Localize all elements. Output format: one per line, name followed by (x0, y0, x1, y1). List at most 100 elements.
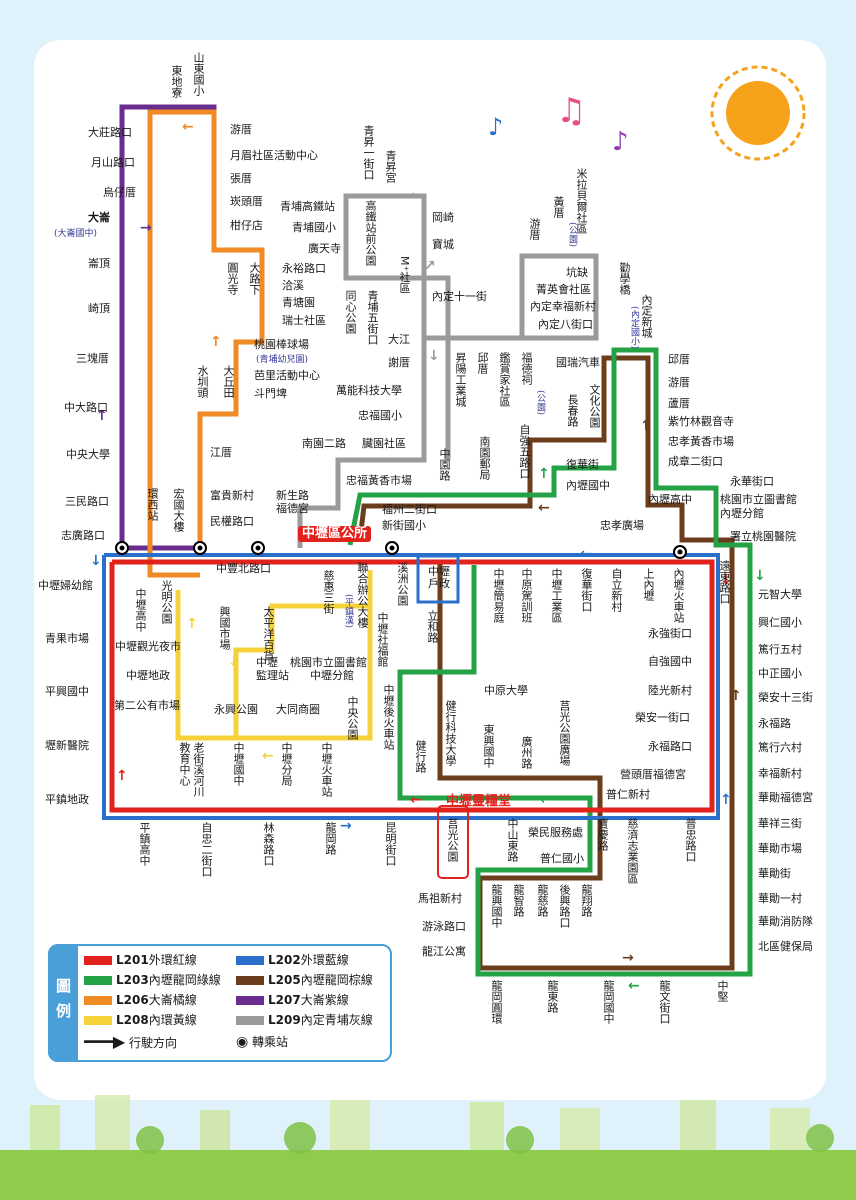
stop-label: 復華街 (566, 458, 599, 471)
stop-label: 永興公園 (214, 703, 258, 716)
legend-swatch (236, 996, 264, 1005)
stop-label: 南園二路 (302, 437, 346, 450)
svg-text:↗: ↗ (424, 258, 436, 274)
stop-label: 華勛福德宮 (758, 791, 813, 804)
stop-label: 中壢國中 (232, 742, 245, 786)
stop-label: 中園路 (438, 448, 451, 481)
stop-label: 榮安一街口 (635, 711, 690, 724)
stop-label: 普仁國小 (540, 852, 584, 865)
stop-label: 內壢火車站 (672, 568, 685, 623)
svg-text:←: ← (410, 792, 422, 808)
stop-label: 大路下 (248, 262, 261, 295)
stop-label: 民權路口 (210, 515, 254, 528)
legend-item-l209: L209內定青埔灰線 (236, 1013, 373, 1027)
stop-label: M⁺社區 (398, 256, 411, 294)
stop-label: 篤行六村 (758, 741, 802, 754)
household-office-box (416, 554, 460, 604)
stop-label: 桃園市立圖書館 (290, 656, 367, 669)
stop-label: 內壢分館 (720, 507, 764, 520)
stop-label: 成章二街口 (668, 455, 723, 468)
stop-label: 月山路口 (91, 156, 135, 169)
svg-text:→: → (622, 950, 634, 966)
town-decoration (30, 1095, 834, 1154)
legend-swatch (84, 976, 112, 985)
legend-swatch (236, 956, 264, 965)
stop-label: 永福路口 (648, 740, 692, 753)
stop-label: 中原大學 (484, 684, 528, 697)
legend-item-l201: L201外環紅線 (84, 953, 197, 967)
stop-label: 青埔五街口 (366, 290, 379, 345)
legend-swatch (236, 1016, 264, 1025)
stop-label: 高鐵站前公園 (364, 200, 377, 266)
stop-label: 青昇宮 (384, 150, 397, 183)
direction-arrow-icon: ━━━▶ (84, 1032, 126, 1051)
stop-label: 華勛市場 (758, 842, 802, 855)
stop-label: 長春路 (566, 394, 579, 427)
legend-item-l203: L203內壢龍岡綠線 (84, 973, 221, 987)
note-label: (大崙國中) (54, 229, 98, 239)
svg-text:↑: ↑ (210, 334, 222, 350)
stop-label: 忠孝廣場 (600, 519, 644, 532)
note-label: (內定國小) (629, 306, 639, 350)
transfer-station-icon: ◉ (236, 1034, 249, 1050)
stop-label: 龍興國中 (490, 884, 503, 928)
svg-text:↑: ↑ (96, 408, 108, 424)
svg-text:↓: ↓ (428, 348, 440, 364)
stop-label: 聯合辦公大樓 (356, 562, 369, 628)
stop-label: 元智大學 (758, 588, 802, 601)
stop-label: 國瑞汽車 (556, 356, 600, 369)
stop-label: 大同商圈 (276, 703, 320, 716)
stop-label: 同心公園 (344, 290, 357, 334)
stop-label: 富貴新村 (210, 489, 254, 502)
stop-label: 中壢 (256, 656, 278, 669)
stop-label: 勸學橋 (618, 262, 631, 295)
stop-label: 幸福新村 (758, 767, 802, 780)
stop-label: 莒光公園廣場 (558, 700, 571, 766)
stop-label: 臟園社區 (362, 437, 406, 450)
direction-arrows: ← → ↓ ↑ ← ← ↑ ↓ ↓ ↑ → ← ← → ← ↑ ↑ ↑ ↑ ↑ … (90, 119, 766, 994)
route-l202 (102, 553, 720, 820)
stop-label: 中壢地政 (126, 669, 170, 682)
stop-label: 三民路口 (65, 495, 109, 508)
legend-item-l205: L205內壢龍岡棕線 (236, 973, 373, 987)
svg-text:↑: ↑ (720, 792, 732, 808)
stop-label: 中原駕訓班 (520, 568, 533, 623)
stop-label: 興仁國小 (758, 616, 802, 629)
svg-text:←: ← (182, 119, 194, 135)
stop-label: 中壢高中 (134, 588, 147, 632)
hub-label: 中壢區公所 (298, 526, 372, 542)
legend-swatch (84, 1016, 112, 1025)
stop-label: 內壢高中 (648, 493, 692, 506)
svg-text:←: ← (628, 978, 640, 994)
music-notes-icon: ♪ ♫ ♪ (488, 91, 629, 157)
stop-label: 中壢簡易庭 (492, 568, 505, 623)
stop-label: 圓光寺 (226, 262, 239, 295)
stop-label: 南園郵局 (478, 436, 491, 480)
stop-label: 東地寮 (170, 65, 183, 98)
stop-label: 自忠二街口 (200, 822, 213, 877)
stop-label: 菁英會社區 (536, 283, 591, 296)
stop-label: 邱厝 (476, 352, 489, 374)
note-label: (平鎮漢) (343, 594, 353, 629)
route-l206 (147, 109, 265, 578)
stop-label: 立和路 (426, 610, 439, 643)
stop-label: 內定八街口 (538, 318, 593, 331)
stop-label: 中壢社福館 (376, 612, 389, 667)
stop-label: 龍翔路 (580, 884, 593, 917)
note-label: (公園) (535, 390, 545, 416)
stop-label: 教育中心 (178, 742, 191, 786)
stop-label: 榮民服務處 (528, 826, 583, 839)
stop-label: 龍智路 (512, 884, 525, 917)
stop-label: 青埔高鐵站 (280, 200, 335, 213)
stop-label: 福德宮 (276, 502, 309, 515)
stop-label: 福州二街口 (382, 503, 437, 516)
stop-label: 莒光公園 (446, 818, 459, 862)
legend-swatch (84, 956, 112, 965)
stop-label: 內定新城 (640, 294, 653, 338)
legend-item-l206: L206大崙橘線 (84, 993, 197, 1007)
legend-title: 圖例 (48, 944, 78, 1062)
svg-text:↑: ↑ (186, 616, 198, 632)
stop-label: 忠福黃香市場 (346, 474, 412, 487)
legend-item-l202: L202外環藍線 (236, 953, 349, 967)
stop-label: 壢新醫院 (45, 739, 89, 752)
